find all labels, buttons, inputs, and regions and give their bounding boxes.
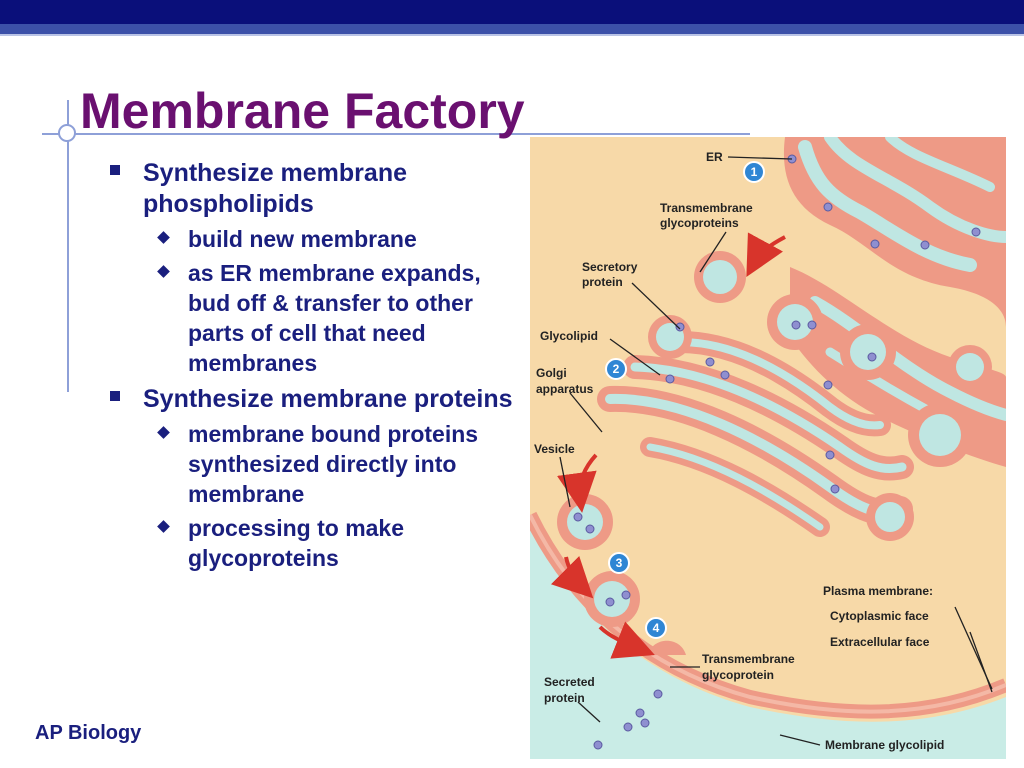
label-vesicle: Vesicle <box>534 442 575 456</box>
label-secreted-protein: Secreted <box>544 675 595 689</box>
bullet-list: Synthesize membrane phospholipids build … <box>108 158 518 579</box>
step-badge-4: 4 <box>645 617 667 639</box>
step-badge-3: 3 <box>608 552 630 574</box>
sub-bullet-item: build new membrane <box>143 224 518 254</box>
square-bullet-icon <box>110 391 120 401</box>
sub-bullet-item: as ER membrane expands, bud off & transf… <box>143 258 518 378</box>
sub-bullet-text: membrane bound proteins synthesized dire… <box>188 421 479 507</box>
sub-bullet-item: membrane bound proteins synthesized dire… <box>143 419 518 509</box>
membrane-diagram-svg: 1 2 3 4 ER Transmem <box>530 137 1006 759</box>
transport-arrows <box>550 232 786 659</box>
svg-text:protein: protein <box>582 275 623 289</box>
sub-bullet-item: processing to make glycoproteins <box>143 513 518 573</box>
svg-text:3: 3 <box>616 556 623 570</box>
step-badge-1: 1 <box>743 161 765 183</box>
extracellular-space <box>530 527 1006 759</box>
sub-bullet-list: membrane bound proteins synthesized dire… <box>143 419 518 573</box>
footer-label: AP Biology <box>35 722 142 744</box>
label-extracellular-face: Extracellular face <box>830 635 930 649</box>
bullet-text: Synthesize membrane proteins <box>143 385 513 413</box>
label-leaders <box>559 156 993 746</box>
sub-bullet-text: build new membrane <box>188 226 417 252</box>
diamond-bullet-icon <box>157 520 170 533</box>
label-membrane-glycolipid: Membrane glycolipid <box>825 738 944 752</box>
label-golgi-apparatus: Golgi <box>536 366 567 380</box>
slide-title: Membrane Factory <box>80 83 525 139</box>
bullet-text: Synthesize membrane phospholipids <box>143 159 407 218</box>
label-transmembrane-glycoproteins: Transmembrane <box>660 201 753 215</box>
sub-bullet-text: as ER membrane expands, bud off & transf… <box>188 260 481 376</box>
top-bar-stripe <box>0 24 1024 34</box>
label-er: ER <box>706 150 723 164</box>
decor-horizontal-line <box>42 133 750 135</box>
svg-text:glycoproteins: glycoproteins <box>660 216 739 230</box>
svg-text:4: 4 <box>653 621 660 635</box>
step-badge-2: 2 <box>605 358 627 380</box>
decor-vertical-line <box>67 100 69 392</box>
protein-markers <box>573 154 981 750</box>
svg-text:glycoprotein: glycoprotein <box>702 668 774 682</box>
label-transmembrane-glycoprotein: Transmembrane <box>702 652 795 666</box>
decor-crosshair-icon <box>58 124 76 142</box>
label-glycolipid: Glycolipid <box>540 329 598 343</box>
top-bar <box>0 0 1024 24</box>
square-bullet-icon <box>110 165 120 175</box>
svg-text:apparatus: apparatus <box>536 382 594 396</box>
vesicles <box>557 251 992 655</box>
diamond-bullet-icon <box>157 426 170 439</box>
label-plasma-membrane: Plasma membrane: <box>823 584 933 598</box>
svg-text:1: 1 <box>751 165 758 179</box>
svg-text:protein: protein <box>544 691 585 705</box>
membrane-diagram: 1 2 3 4 ER Transmem <box>530 137 1006 759</box>
bullet-item: Synthesize membrane phospholipids build … <box>108 158 518 378</box>
sub-bullet-list: build new membrane as ER membrane expand… <box>143 224 518 378</box>
label-cytoplasmic-face: Cytoplasmic face <box>830 609 929 623</box>
svg-text:2: 2 <box>613 362 620 376</box>
label-secretory-protein: Secretory <box>582 260 638 274</box>
top-bar-highlight <box>0 34 1024 36</box>
bullet-item: Synthesize membrane proteins membrane bo… <box>108 384 518 573</box>
sub-bullet-text: processing to make glycoproteins <box>188 515 405 571</box>
diamond-bullet-icon <box>157 265 170 278</box>
diamond-bullet-icon <box>157 231 170 244</box>
